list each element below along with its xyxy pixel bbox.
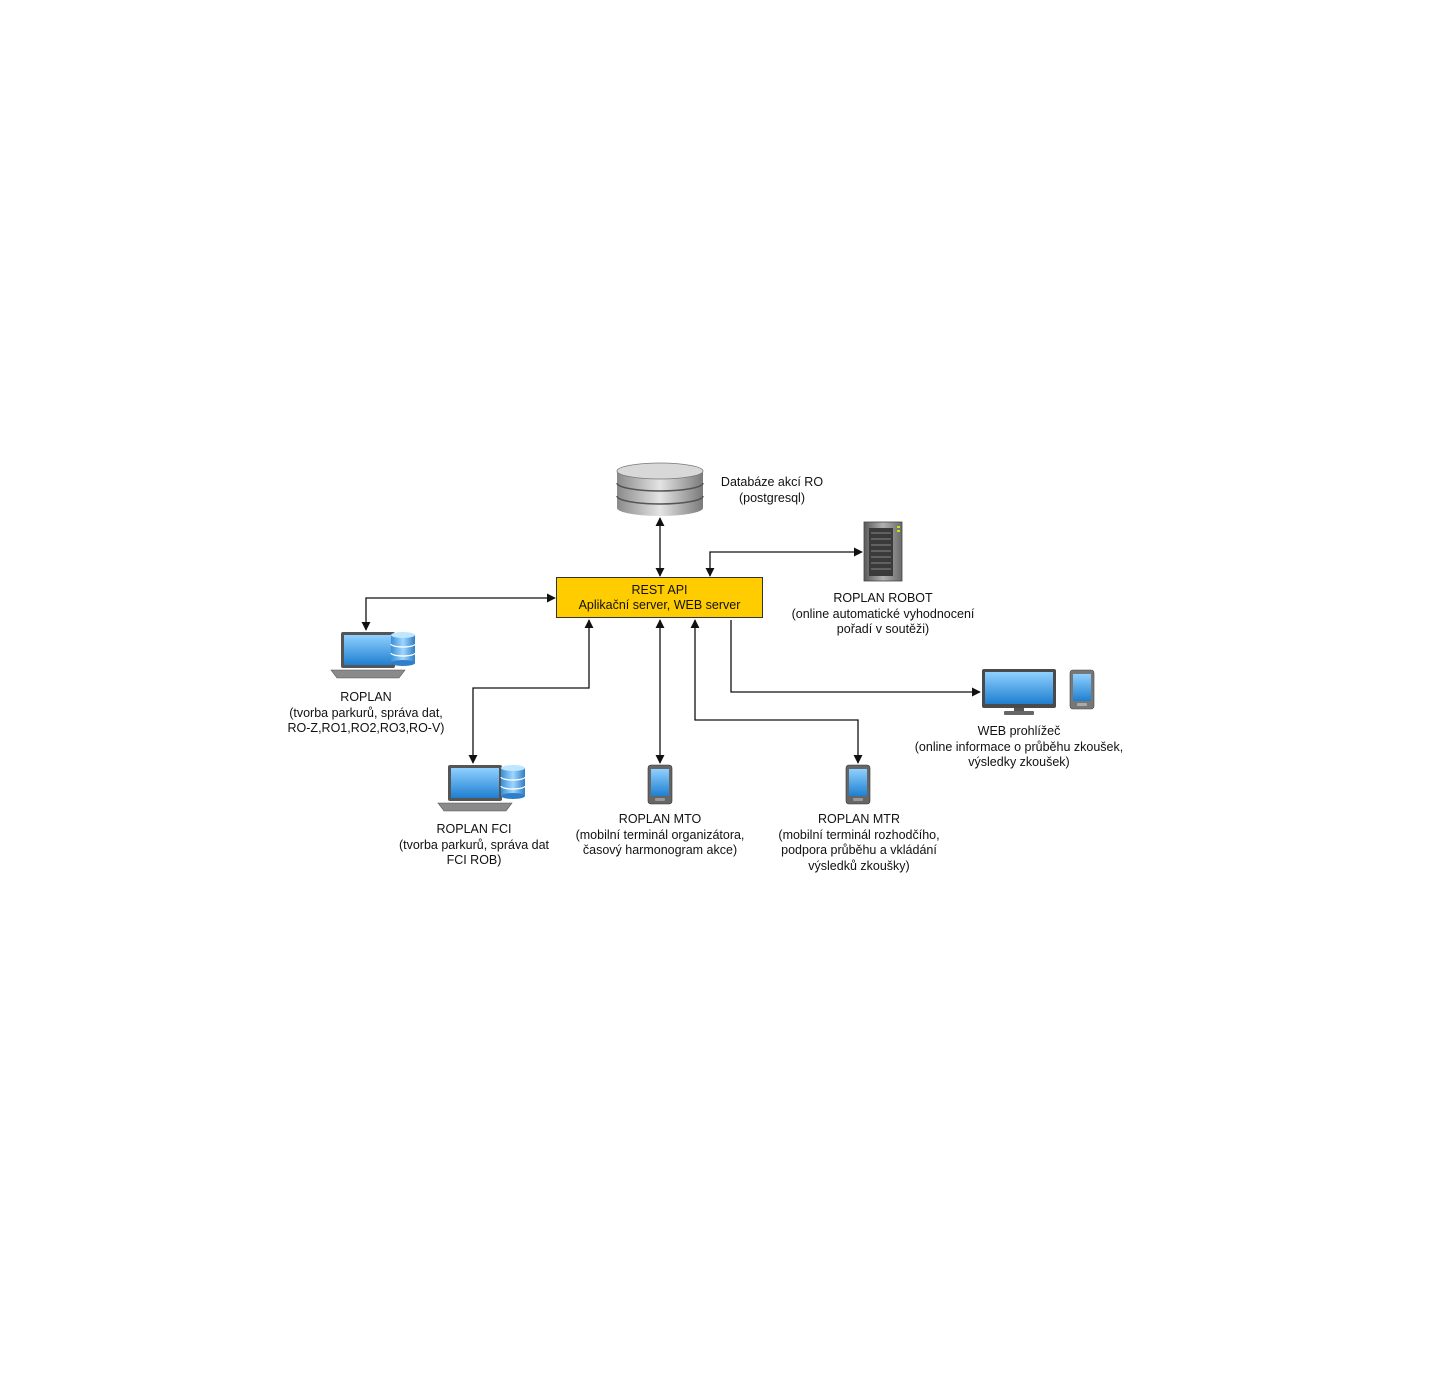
robot-label: ROPLAN ROBOT (online automatické vyhodno… [792,591,975,638]
mobile-phone-icon [845,764,871,805]
rest-api-title: REST API [631,583,688,597]
label-line: podpora průběhu a vkládání [781,843,937,857]
mobile-phone-icon [647,764,673,805]
label-line: ROPLAN MTO [618,812,702,826]
label-line: výsledky zkoušek) [968,755,1070,769]
arrow-robot [705,547,863,577]
label-line: (mobilní terminál organizátora, [575,827,745,842]
mto-label: ROPLAN MTO (mobilní terminál organizátor… [576,812,745,859]
rest-api-subtitle: Aplikační server, WEB server [578,598,741,612]
server-tower-icon [863,521,903,582]
label-line: ROPLAN ROBOT [833,591,933,605]
label-line: (mobilní terminál rozhodčího, [778,827,940,842]
laptop-database-icon [437,765,526,812]
mtr-label: ROPLAN MTR (mobilní terminál rozhodčího,… [778,812,939,874]
roplan-fci-label: ROPLAN FCI (tvorba parkurů, správa dat F… [399,822,549,869]
rest-api-box: REST API Aplikační server, WEB server [556,577,763,618]
label-line: ROPLAN MTR [818,812,900,826]
label-line: (tvorba parkurů, správa dat [398,837,550,852]
database-icon [616,462,704,516]
connectors [361,517,981,764]
roplan-label: ROPLAN (tvorba parkurů, správa dat, RO-Z… [288,690,445,737]
label-line: (online automatické vyhodnocení [791,606,975,621]
label-line: (online informace o průběhu zkoušek, [914,739,1124,754]
monitor-tablet-icon [982,669,1095,715]
label-line: ROPLAN FCI [436,822,512,836]
label-line: (tvorba parkurů, správa dat, [289,705,443,720]
database-label: Databáze akcí RO (postgresql) [721,475,823,506]
arrow-web [730,620,981,697]
label-line: FCI ROB) [446,853,502,867]
arrow-mtr [690,619,863,764]
label-line: výsledků zkoušky) [808,858,910,873]
laptop-database-icon [330,632,416,679]
label-line: ROPLAN [340,690,392,704]
label-line: WEB prohlížeč [977,724,1061,738]
label-line: RO-Z,RO1,RO2,RO3,RO-V) [287,721,445,735]
label-line: Databáze akcí RO [720,475,824,489]
label-line: (postgresql) [738,490,805,505]
label-line: pořadí v soutěži) [836,622,930,636]
arrow-roplan [361,593,556,631]
label-line: časový harmonogram akce) [582,843,738,857]
web-label: WEB prohlížeč (online informace o průběh… [915,724,1123,771]
arrow-roplan-fci [468,619,594,764]
